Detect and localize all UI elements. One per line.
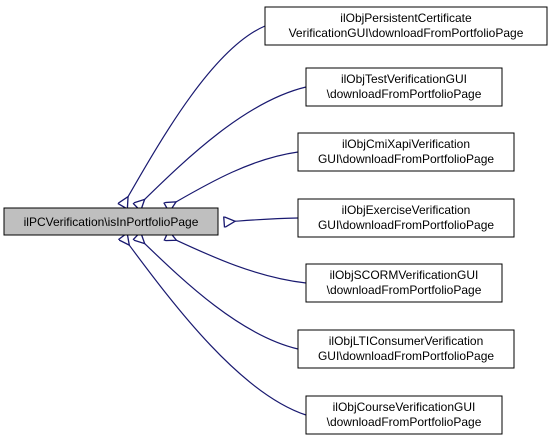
caller-node-label-line-1: ilObjTestVerificationGUI	[341, 72, 467, 86]
nodes: ilPCVerification\isInPortfolioPage ilObj…	[3, 6, 548, 435]
caller-node-box	[305, 263, 503, 303]
caller-node-label-line-2: GUI\downloadFromPortfolioPage	[318, 152, 494, 166]
caller-node-label-line-1: ilObjExerciseVerification	[342, 203, 471, 217]
call-edge-1	[128, 25, 266, 198]
root-node-box	[3, 207, 219, 236]
edges	[128, 25, 307, 416]
caller-node-box	[297, 132, 515, 172]
caller-node-1[interactable]: ilObjPersistentCertificateVerificationGU…	[264, 6, 548, 46]
call-edge-5	[175, 240, 307, 284]
caller-node-3[interactable]: ilObjCmiXapiVerificationGUI\downloadFrom…	[297, 132, 515, 172]
caller-node-4[interactable]: ilObjExerciseVerificationGUI\downloadFro…	[297, 198, 515, 238]
caller-node-label-line-2: GUI\downloadFromPortfolioPage	[318, 349, 494, 363]
caller-node-2[interactable]: ilObjTestVerificationGUI\downloadFromPor…	[305, 67, 503, 107]
caller-node-label-line-2: \downloadFromPortfolioPage	[327, 87, 482, 101]
caller-node-label-line-1: ilObjSCORMVerificationGUI	[330, 268, 479, 282]
caller-node-box	[297, 198, 515, 238]
caller-node-label-line-1: ilObjCourseVerificationGUI	[333, 400, 476, 414]
caller-node-label-line-2: GUI\downloadFromPortfolioPage	[318, 218, 494, 232]
call-edge-2	[144, 86, 307, 200]
caller-node-box	[264, 6, 548, 46]
call-edge-6	[144, 243, 299, 350]
caller-node-6[interactable]: ilObjLTIConsumerVerificationGUI\download…	[297, 329, 515, 369]
call-edge-7	[129, 244, 307, 416]
root-node-label: ilPCVerification\isInPortfolioPage	[24, 215, 199, 229]
caller-node-label-line-2: \downloadFromPortfolioPage	[327, 283, 482, 297]
call-edge-4	[234, 218, 299, 221]
caller-node-label-line-2: VerificationGUI\downloadFromPortfolioPag…	[289, 26, 524, 40]
root-node[interactable]: ilPCVerification\isInPortfolioPage	[3, 207, 219, 236]
caller-node-label-line-1: ilObjPersistentCertificate	[340, 11, 472, 25]
caller-node-label-line-2: \downloadFromPortfolioPage	[327, 415, 482, 429]
caller-node-5[interactable]: ilObjSCORMVerificationGUI\downloadFromPo…	[305, 263, 503, 303]
caller-node-label-line-1: ilObjLTIConsumerVerification	[329, 334, 484, 348]
caller-node-box	[305, 395, 503, 435]
caller-node-7[interactable]: ilObjCourseVerificationGUI\downloadFromP…	[305, 395, 503, 435]
caller-node-label-line-1: ilObjCmiXapiVerification	[342, 137, 470, 151]
call-edge-3	[175, 151, 299, 202]
caller-node-box	[297, 329, 515, 369]
caller-node-box	[305, 67, 503, 107]
